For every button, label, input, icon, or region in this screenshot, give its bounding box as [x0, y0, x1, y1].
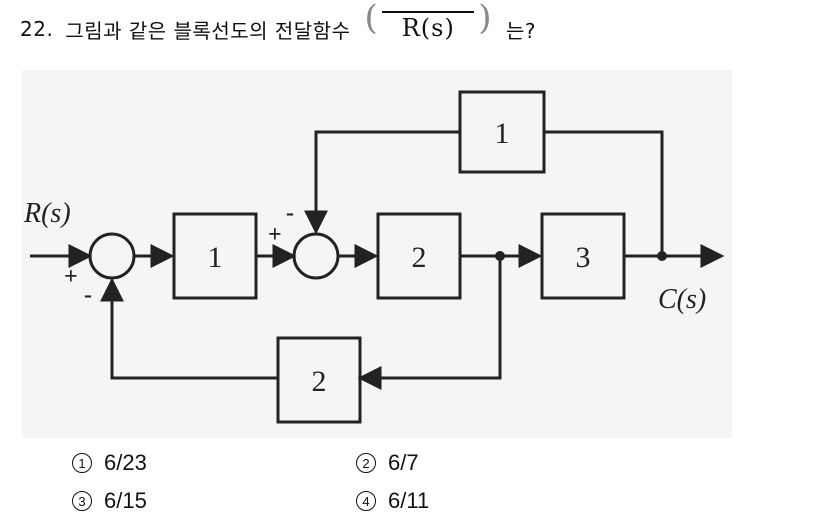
sum1-input-sign: +: [64, 264, 78, 290]
output-label: C(s): [658, 284, 706, 315]
question-suffix: 는?: [506, 18, 537, 43]
block-feedback-top: [458, 90, 546, 174]
block-diagram: 1 2 3 1 2 R(s) C(s) + - + -: [22, 70, 732, 438]
block-forward-3-label: 3: [576, 241, 591, 274]
choice-4-value: 6/11: [388, 488, 430, 513]
feedback-bottom-line-b: [100, 277, 278, 380]
transfer-function-fraction: ( R(s) ): [365, 0, 493, 41]
left-paren-icon: (: [364, 0, 379, 38]
block-feedback-bottom-label: 2: [312, 365, 327, 398]
block-diagram-svg: 1 2 3 1 2 R(s) C(s) + - + -: [23, 90, 725, 424]
sum2-feedback-sign: -: [286, 200, 294, 226]
choice-2-mark: 2: [356, 453, 376, 473]
block-forward-2: [376, 212, 462, 300]
choice-2[interactable]: 2 6/7: [356, 450, 419, 476]
choice-2-value: 6/7: [388, 450, 419, 475]
input-label: R(s): [23, 198, 71, 229]
block-forward-3: [540, 212, 626, 300]
block-forward-1: [172, 212, 258, 300]
feedback-bottom-line-a: [357, 256, 502, 390]
feedback-top-line-b: [304, 130, 460, 235]
choice-4-mark: 4: [356, 491, 376, 511]
choice-1[interactable]: 1 6/23: [72, 450, 147, 476]
summing-junction-1: [88, 232, 136, 280]
choice-1-mark: 1: [72, 453, 92, 473]
choice-1-value: 6/23: [104, 450, 147, 475]
sum1-feedback-sign: -: [84, 282, 92, 308]
fraction-bar: [382, 11, 475, 13]
block-feedback-bottom: [276, 336, 362, 424]
fraction-denominator: R(s): [401, 14, 455, 42]
choice-3-mark: 3: [72, 491, 92, 511]
block-forward-1-label: 1: [208, 241, 223, 274]
question-text: 그림과 같은 블록선도의 전달함수: [65, 18, 351, 43]
summing-junction-2: [292, 232, 340, 280]
question-number: 22.: [20, 17, 54, 41]
choice-4[interactable]: 4 6/11: [356, 488, 429, 514]
branch-point-2: [657, 251, 667, 261]
right-paren-icon: ): [478, 0, 493, 38]
feedback-top-line-a: [544, 130, 664, 256]
choice-3[interactable]: 3 6/15: [72, 488, 147, 514]
sum2-input-sign: +: [268, 222, 282, 248]
question-header: 22. 그림과 같은 블록선도의 전달함수 ( R(s) ) 는?: [20, 0, 537, 52]
branch-point-1: [495, 251, 505, 261]
block-forward-2-label: 2: [412, 241, 427, 274]
choice-3-value: 6/15: [104, 488, 147, 513]
block-feedback-top-label: 1: [495, 117, 510, 150]
